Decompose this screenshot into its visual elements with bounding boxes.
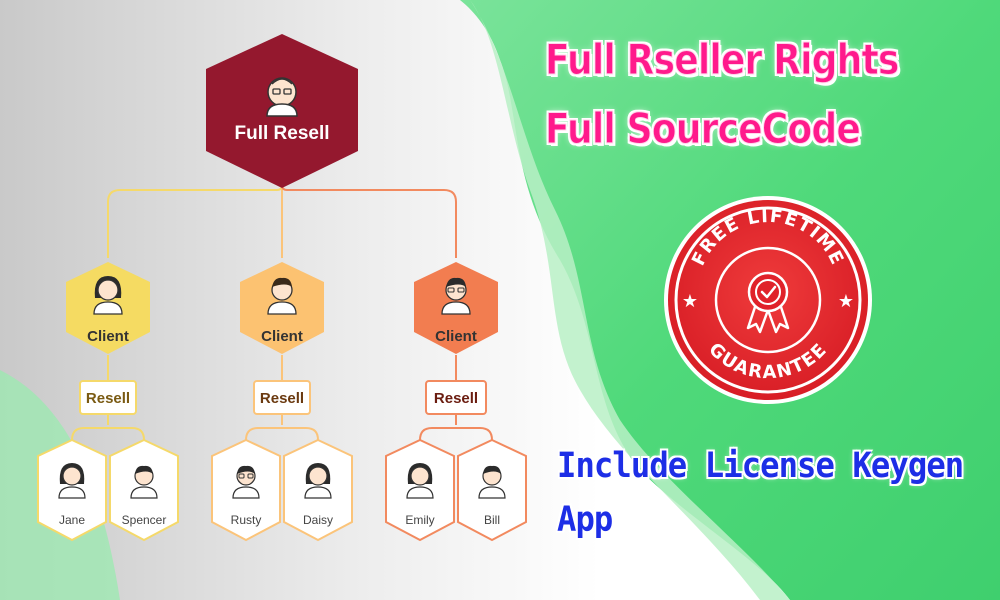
resell-label-1: Resell — [86, 390, 130, 407]
leaf-name-spencer: Spencer — [122, 513, 167, 527]
emily-avatar-icon — [406, 463, 434, 499]
client-2-avatar-icon — [267, 277, 297, 315]
leaf-node-jane: Jane — [37, 438, 107, 542]
badge-star-right-icon: ★ — [838, 291, 854, 311]
headline-line-1: Full Rseller Rights — [545, 35, 900, 85]
badge-star-left-icon: ★ — [682, 291, 698, 311]
root-label: Full Resell — [234, 123, 329, 144]
client-3-label: Client — [435, 328, 477, 345]
resell-box-2: Resell — [253, 380, 311, 415]
spencer-avatar-icon — [130, 465, 158, 499]
guarantee-badge: FREE LIFETIME GUARANTEE ★ ★ — [664, 196, 872, 404]
client-1-label: Client — [87, 328, 129, 345]
jane-avatar-icon — [58, 463, 86, 499]
leaf-name-daisy: Daisy — [303, 513, 333, 527]
client-node-3: Client — [414, 262, 498, 354]
leaf-node-bill: Bill — [457, 438, 527, 542]
resell-box-3: Resell — [425, 380, 487, 415]
leaf-node-spencer: Spencer — [109, 438, 179, 542]
leaf-node-daisy: Daisy — [283, 438, 353, 542]
leaf-name-jane: Jane — [59, 513, 85, 527]
leaf-name-rusty: Rusty — [231, 513, 262, 527]
resell-box-1: Resell — [79, 380, 137, 415]
daisy-avatar-icon — [304, 463, 332, 499]
client-node-1: Client — [66, 262, 150, 354]
client-3-avatar-icon — [441, 277, 471, 315]
leaf-node-emily: Emily — [385, 438, 455, 542]
keygen-line-1: Include License Keygen — [557, 446, 964, 486]
client-node-2: Client — [240, 262, 324, 354]
resell-label-2: Resell — [260, 390, 304, 407]
client-2-label: Client — [261, 328, 303, 345]
client-1-avatar-icon — [93, 276, 123, 315]
award-ribbon-check-icon — [746, 271, 790, 334]
resell-label-3: Resell — [434, 390, 478, 407]
headline-line-2: Full SourceCode — [545, 104, 862, 154]
bill-avatar-icon — [478, 465, 506, 499]
root-node: Full Resell — [206, 34, 358, 188]
tree-connectors — [71, 170, 493, 441]
rusty-avatar-icon — [232, 465, 260, 499]
root-avatar-icon — [266, 77, 298, 117]
leaf-node-rusty: Rusty — [211, 438, 281, 542]
keygen-line-2: App — [557, 500, 613, 540]
leaf-name-bill: Bill — [484, 513, 500, 527]
leaf-name-emily: Emily — [405, 513, 434, 527]
